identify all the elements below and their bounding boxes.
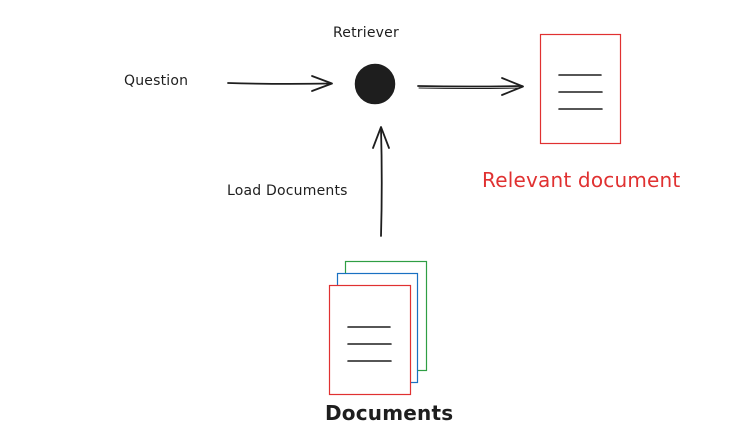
question-label: Question	[124, 73, 189, 89]
output-arrow	[417, 77, 524, 96]
load-documents-arrow	[372, 126, 390, 237]
documents-label: Documents	[325, 401, 454, 425]
documents-stack-icon	[328, 260, 428, 396]
retriever-label: Retriever	[333, 25, 399, 41]
retriever-node	[354, 63, 396, 105]
relevant-document-label: Relevant document	[482, 168, 681, 192]
question-arrow	[227, 75, 333, 92]
relevant-document-icon	[539, 33, 622, 145]
load-documents-label: Load Documents	[227, 183, 348, 199]
